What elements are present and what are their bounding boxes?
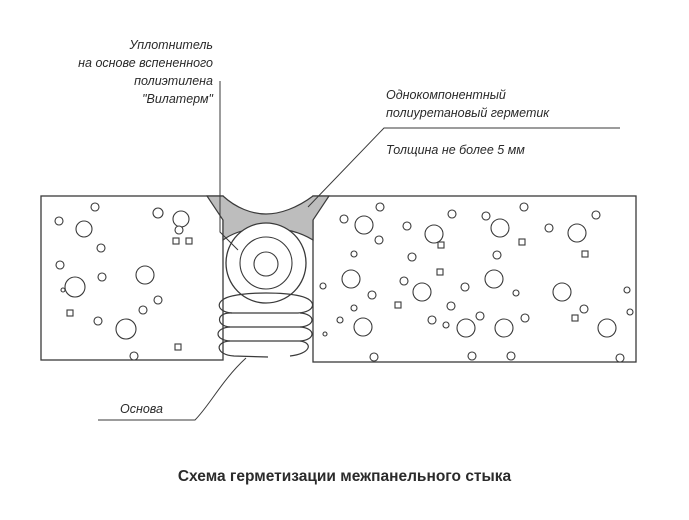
thickness-label: Толщина не более 5 мм	[386, 143, 525, 157]
aggregate-pore	[129, 351, 139, 361]
insulator-label-line4: "Вилатерм"	[142, 92, 213, 106]
aggregate-pore	[174, 343, 182, 351]
aggregate-pore	[402, 221, 412, 231]
aggregate-pore	[394, 301, 402, 309]
insulator-label: Уплотнитель на основе вспененного полиэт…	[78, 36, 213, 108]
aggregate-pore	[571, 314, 579, 322]
aggregate-pore	[427, 315, 437, 325]
aggregate-pore	[174, 225, 184, 235]
aggregate-pore	[436, 268, 444, 276]
aggregate-pore	[520, 313, 530, 323]
aggregate-pore	[90, 202, 100, 212]
base-leader	[98, 357, 247, 421]
aggregate-pore	[54, 216, 64, 226]
aggregate-pore	[442, 321, 450, 329]
insulator-label-line2: на основе вспененного	[78, 56, 213, 70]
aggregate-pore	[60, 287, 66, 293]
aggregate-pore	[437, 241, 445, 249]
aggregate-pore	[447, 209, 457, 219]
aggregate-pore	[172, 237, 180, 245]
aggregate-pore	[552, 282, 572, 302]
aggregate-pore	[492, 250, 502, 260]
aggregate-pore	[581, 250, 589, 258]
aggregate-pore	[375, 202, 385, 212]
aggregate-pore	[567, 223, 587, 243]
aggregate-pore	[475, 311, 485, 321]
aggregate-pore	[369, 352, 379, 362]
aggregate-pore	[519, 202, 529, 212]
aggregate-pore	[75, 220, 93, 238]
aggregate-pore	[460, 282, 470, 292]
aggregate-pore	[66, 309, 74, 317]
vilaterm-cord-core	[253, 251, 279, 277]
base-label: Основа	[120, 402, 164, 416]
aggregate-pore	[412, 282, 432, 302]
aggregate-pore	[446, 301, 456, 311]
aggregate-pore	[484, 269, 504, 289]
aggregate-pore	[374, 235, 384, 245]
sealant-label-line2: полиуретановый герметик	[386, 106, 550, 120]
aggregate-pore	[350, 250, 358, 258]
aggregate-pore	[152, 207, 164, 219]
aggregate-pore	[490, 218, 510, 238]
aggregate-pore	[579, 304, 589, 314]
aggregate-pore	[350, 304, 358, 312]
aggregate-pore	[456, 318, 476, 338]
sealant-label: Однокомпонентный полиуретановый герметик	[386, 86, 549, 122]
aggregate-pore	[153, 295, 163, 305]
aggregate-pore	[341, 269, 361, 289]
aggregate-pore	[322, 331, 328, 337]
aggregate-pore	[544, 223, 554, 233]
aggregate-pore	[172, 210, 190, 228]
aggregate-pore	[424, 224, 444, 244]
aggregate-pore	[512, 289, 520, 297]
aggregate-pore	[615, 353, 625, 363]
aggregate-pore	[55, 260, 65, 270]
aggregate-pore	[138, 305, 148, 315]
aggregate-pore	[354, 215, 374, 235]
aggregate-pore	[399, 276, 409, 286]
aggregate-pore	[591, 210, 601, 220]
aggregate-pore	[353, 317, 373, 337]
aggregate-pore	[96, 243, 106, 253]
base-wavy-backing-left	[217, 295, 313, 357]
aggregate-pore	[367, 290, 377, 300]
left-panel-aggregate	[54, 202, 193, 361]
aggregate-pore	[336, 316, 344, 324]
aggregate-pore	[135, 265, 155, 285]
aggregate-pore	[97, 272, 107, 282]
aggregate-pore	[185, 237, 193, 245]
aggregate-pore	[623, 286, 631, 294]
insulator-leader	[219, 81, 239, 251]
aggregate-pore	[319, 282, 327, 290]
right-panel-aggregate	[319, 202, 634, 363]
aggregate-pore	[494, 318, 514, 338]
insulator-label-line3: полиэтилена	[134, 74, 213, 88]
aggregate-pore	[518, 238, 526, 246]
aggregate-pore	[339, 214, 349, 224]
aggregate-pore	[93, 316, 103, 326]
aggregate-pore	[64, 276, 86, 298]
aggregate-pore	[115, 318, 137, 340]
aggregate-pore	[506, 351, 516, 361]
base-wavy-backing	[218, 295, 314, 358]
aggregate-pore	[407, 252, 417, 262]
sealant-label-line1: Однокомпонентный	[386, 88, 506, 102]
sealant-leader	[307, 127, 620, 208]
aggregate-pore	[626, 308, 634, 316]
base-backing-bottom	[231, 292, 301, 297]
insulator-label-line1: Уплотнитель	[129, 38, 213, 52]
aggregate-pore	[467, 351, 477, 361]
diagram-caption: Схема герметизации межпанельного стыка	[177, 468, 512, 485]
aggregate-pore	[597, 318, 617, 338]
aggregate-pore	[481, 211, 491, 221]
